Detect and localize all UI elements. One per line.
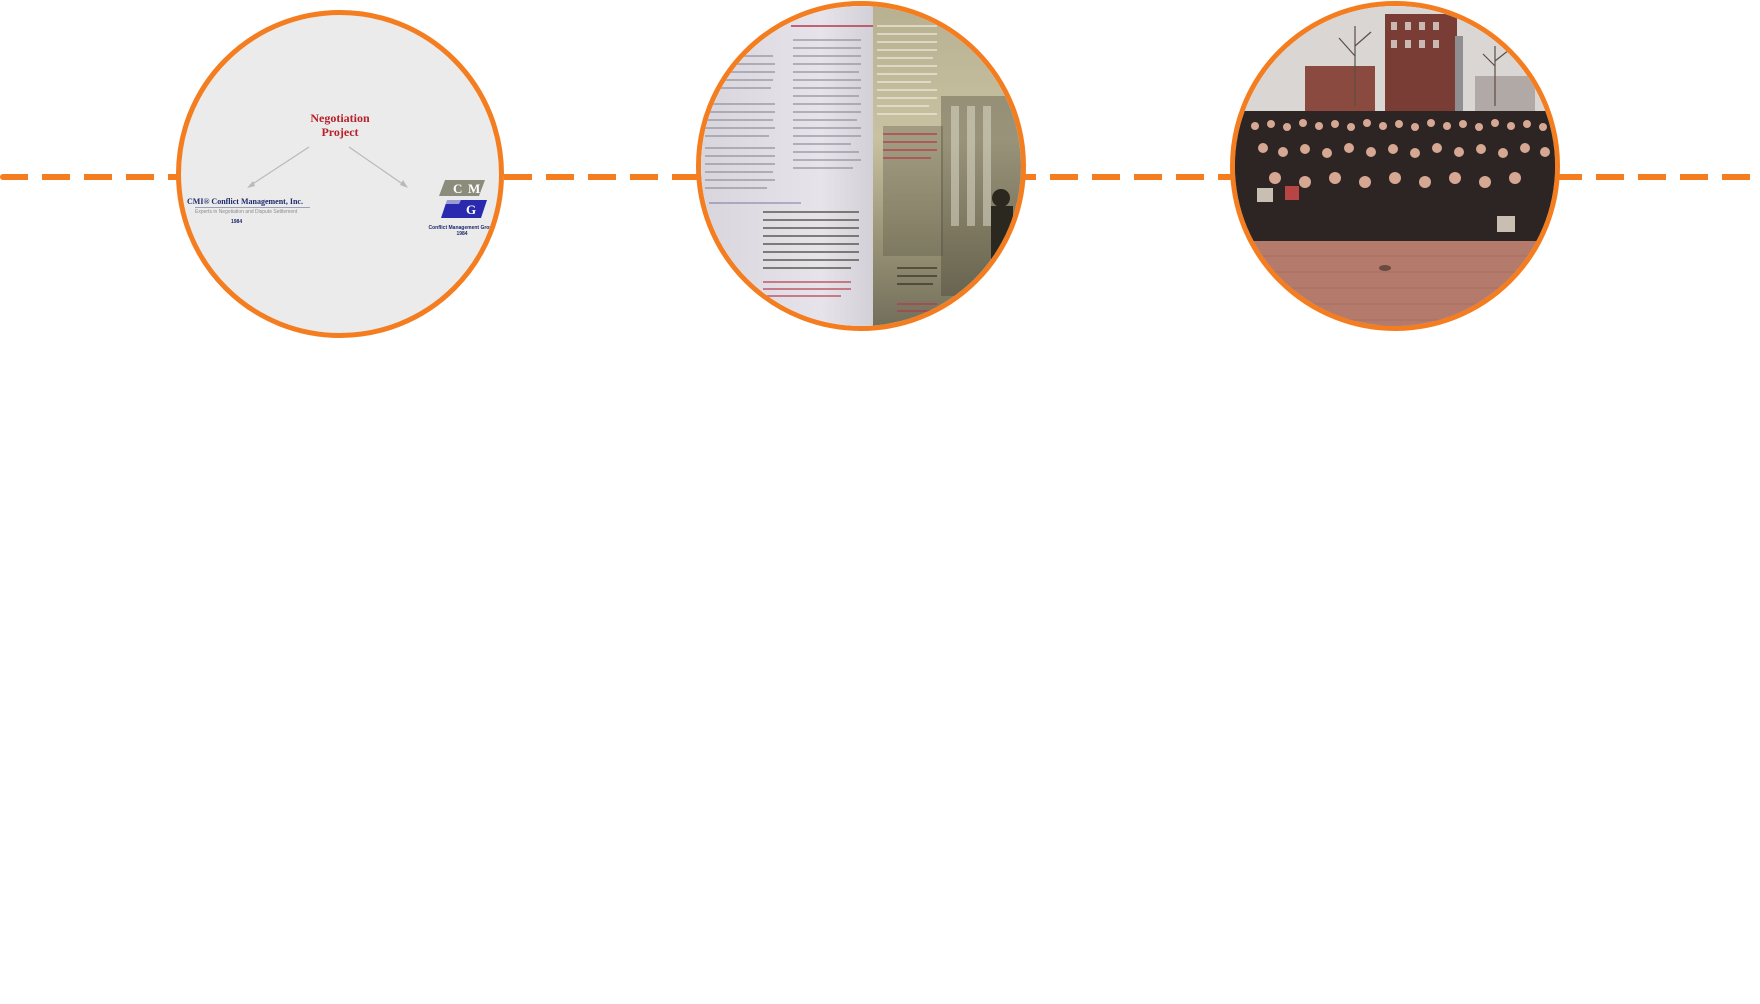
diagram-title-line-1: Negotiation [310,111,370,125]
cmg-logo-icon: C M G [435,180,487,218]
connector-arrows [247,146,408,188]
cmg-letter-m: M [468,181,480,196]
brochure-left-page [701,6,873,326]
timeline-node-brochure[interactable] [696,1,1026,331]
cmi-logo-name: CMI® Conflict Management, Inc. [187,197,303,206]
diagram-title-line-2: Project [321,125,359,139]
timeline-node-negotiation-project[interactable]: Negotiation Project CMI® Conflict Manage… [176,10,504,338]
brochure-photo-icon [701,6,1021,326]
group-photo-icon [1235,6,1555,326]
brochure-right-page [873,6,1021,326]
cmg-logo-name: Conflict Management Group 1984 [427,225,497,237]
cmi-logo-subtitle: Experts in Negotiation and Dispute Settl… [195,207,310,215]
cmg-logo-name-text: Conflict Management Group [428,225,496,231]
timeline-node-group-photo[interactable] [1230,1,1560,331]
group-photo-details [1235,6,1555,326]
cmg-letter-g: G [466,202,476,217]
cmg-logo-year: 1984 [456,231,468,237]
brochure-details [705,25,1021,312]
cmi-logo-year: 1984 [231,219,243,225]
cmg-letter-c: C [453,181,462,196]
diagram-title: Negotiation Project [181,111,499,139]
